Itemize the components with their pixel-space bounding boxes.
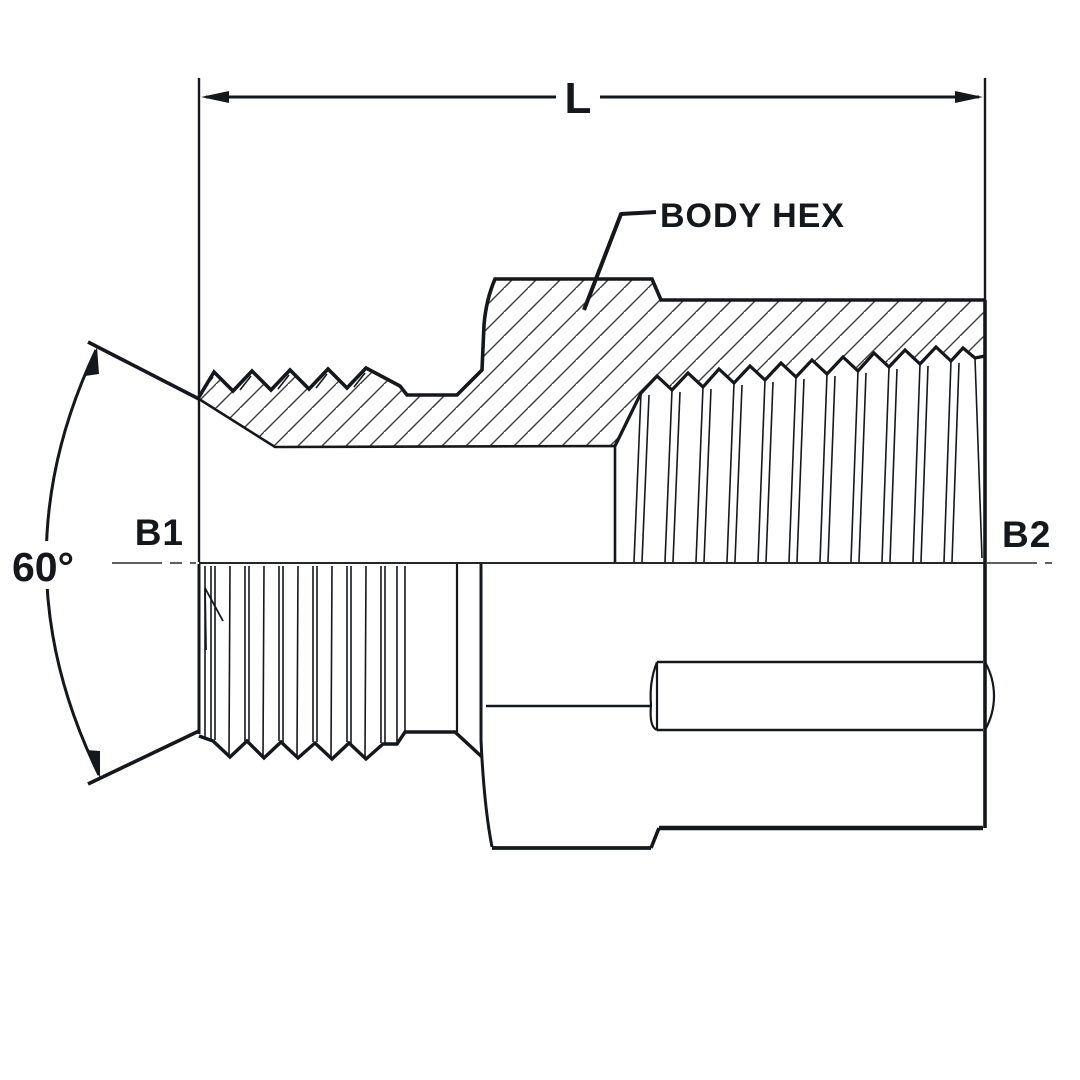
male-thread-upper-profile xyxy=(197,277,985,398)
male-thread-lower-profile xyxy=(198,730,484,762)
body-hex-callout xyxy=(582,210,657,311)
lower-exterior-outline xyxy=(197,564,983,850)
port-bore-lines xyxy=(486,660,996,732)
label-body-hex: BODY HEX xyxy=(660,197,845,235)
section-hatching xyxy=(199,279,985,447)
male-thread-helix-lines xyxy=(201,372,366,392)
label-length: L xyxy=(565,74,592,123)
hatch-region xyxy=(199,279,985,447)
drill-point xyxy=(649,661,659,732)
hex-port-chamfer xyxy=(649,827,661,849)
angle-label-mask xyxy=(8,541,88,589)
thread-runout-lines xyxy=(204,587,224,651)
cone-line-upper xyxy=(87,340,200,401)
length-dimension xyxy=(197,78,987,562)
dim-arrow-right xyxy=(955,91,983,103)
female-thread-profile xyxy=(613,344,986,447)
upper-section-outline xyxy=(197,277,987,828)
cone-line-lower xyxy=(87,729,200,786)
bore-line xyxy=(198,397,617,562)
arc-arrow-bottom xyxy=(86,750,100,778)
male-thread-flank-lines xyxy=(204,565,398,758)
label-cone-angle: 60° xyxy=(12,544,74,590)
dim-arrow-left xyxy=(201,91,229,103)
hex-face-line xyxy=(479,564,494,848)
label-b2: B2 xyxy=(1002,514,1051,555)
arc-arrow-top xyxy=(85,347,99,376)
port-face-chamfer xyxy=(984,661,996,731)
label-b1: B1 xyxy=(135,512,184,553)
female-thread-flank-lines xyxy=(633,357,983,563)
leader-line xyxy=(582,210,657,311)
